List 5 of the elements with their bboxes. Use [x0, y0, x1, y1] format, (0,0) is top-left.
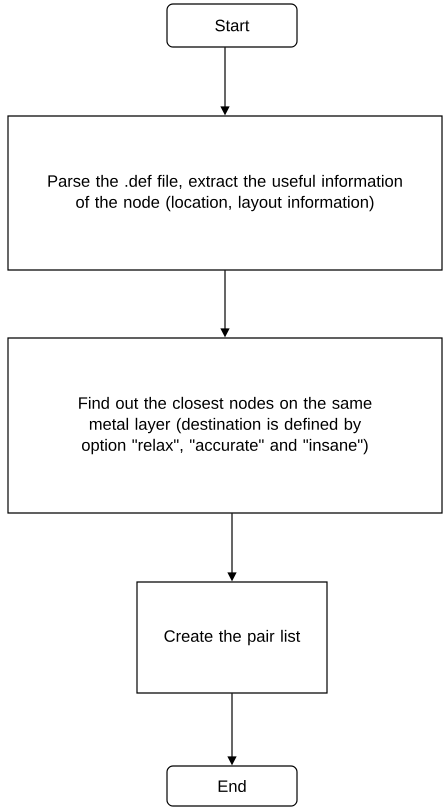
- process-box: Parse the .def file, extract the useful information of the node (location, layout information): [7, 115, 443, 271]
- process-box: Find out the closest nodes on the same metal layer (destination is defined by option "relax", "accurate" and "insane"): [7, 337, 443, 514]
- start-terminal: Start: [166, 3, 298, 48]
- end-terminal: End: [166, 765, 298, 807]
- process-box: Create the pair list: [136, 581, 328, 694]
